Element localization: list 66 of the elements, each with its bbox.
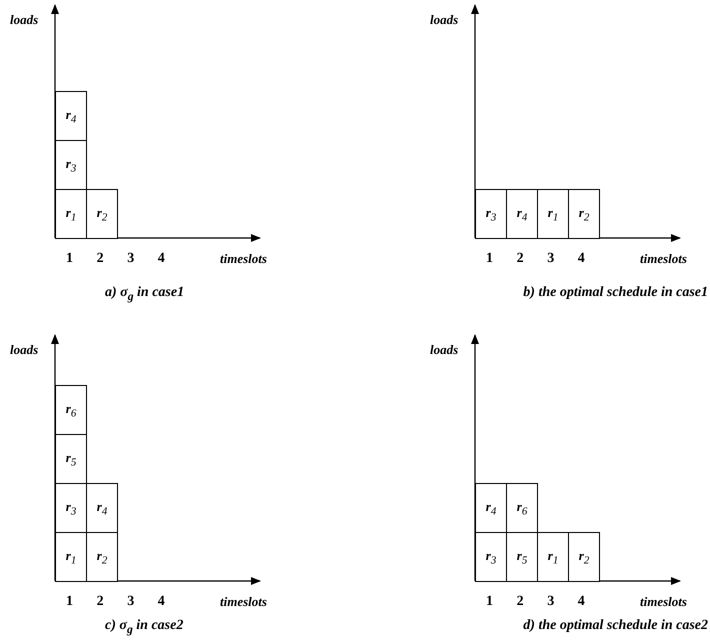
load-block (86, 532, 118, 582)
load-block (568, 189, 600, 239)
tick-label: 2 (96, 595, 104, 609)
request-label: r$_{5}$ (66, 450, 76, 468)
load-block (55, 189, 87, 239)
tick-label: 1 (66, 595, 73, 609)
load-block (537, 532, 569, 582)
load-block (86, 483, 118, 533)
request-label: r$_{1}$ (548, 204, 558, 224)
request-label: r$_{1}$ (66, 204, 76, 224)
x-axis-label: timeslots (640, 595, 687, 608)
request-label: r$_{2}$ (96, 548, 108, 566)
load-block (506, 483, 538, 533)
tick-label: 4 (158, 252, 165, 266)
tick-label: 1 (486, 595, 493, 609)
load-block (568, 532, 600, 582)
load-block (86, 189, 118, 239)
load-block (55, 140, 87, 190)
caption: c) σ$_{g}$ in case2 (105, 619, 184, 636)
request-label: r$_{6}$ (66, 400, 76, 420)
tick-label: 2 (96, 252, 104, 266)
request-label: r$_{4}$ (66, 106, 76, 126)
load-block (537, 189, 569, 239)
y-axis-label: loads (10, 343, 38, 356)
request-label: r$_{2}$ (578, 548, 590, 566)
tick-label: 2 (516, 595, 524, 609)
y-axis-label: loads (430, 343, 458, 356)
tick-label: 3 (127, 252, 134, 266)
load-block (475, 532, 507, 582)
load-block (55, 434, 87, 484)
request-label: r$_{6}$ (516, 498, 528, 518)
request-label: r$_{3}$ (66, 498, 76, 518)
request-label: r$_{3}$ (486, 548, 496, 566)
tick-label: 2 (516, 252, 524, 266)
load-block (55, 91, 87, 141)
tick-label: 1 (486, 252, 493, 266)
load-block (475, 483, 507, 533)
request-label: r$_{3}$ (66, 156, 76, 174)
request-label: r$_{1}$ (66, 548, 76, 566)
request-label: r$_{5}$ (516, 548, 528, 566)
load-block (55, 532, 87, 582)
load-block (506, 189, 538, 239)
request-label: r$_{1}$ (548, 548, 558, 566)
x-axis-label: timeslots (220, 595, 267, 608)
tick-label: 4 (578, 595, 585, 609)
request-label: r$_{4}$ (486, 498, 496, 518)
tick-label: 3 (547, 252, 554, 266)
request-label: r$_{2}$ (96, 204, 108, 224)
y-axis-label: loads (10, 13, 38, 26)
request-label: r$_{2}$ (578, 204, 590, 224)
request-label: r$_{4}$ (516, 204, 528, 224)
tick-label: 3 (127, 595, 134, 609)
y-axis-label: loads (430, 13, 458, 26)
x-axis-label: timeslots (640, 252, 687, 265)
request-label: r$_{3}$ (486, 204, 496, 224)
caption: d) the optimal schedule in case2 (523, 619, 708, 633)
caption: b) the optimal schedule in case1 (523, 286, 708, 300)
load-block (55, 385, 87, 435)
tick-label: 4 (158, 595, 165, 609)
tick-label: 4 (578, 252, 585, 266)
tick-label: 3 (547, 595, 554, 609)
request-label: r$_{4}$ (96, 498, 108, 518)
load-block (475, 189, 507, 239)
tick-label: 1 (66, 252, 73, 266)
x-axis-label: timeslots (220, 252, 267, 265)
caption: a) σ$_{g}$ in case1 (105, 286, 184, 302)
